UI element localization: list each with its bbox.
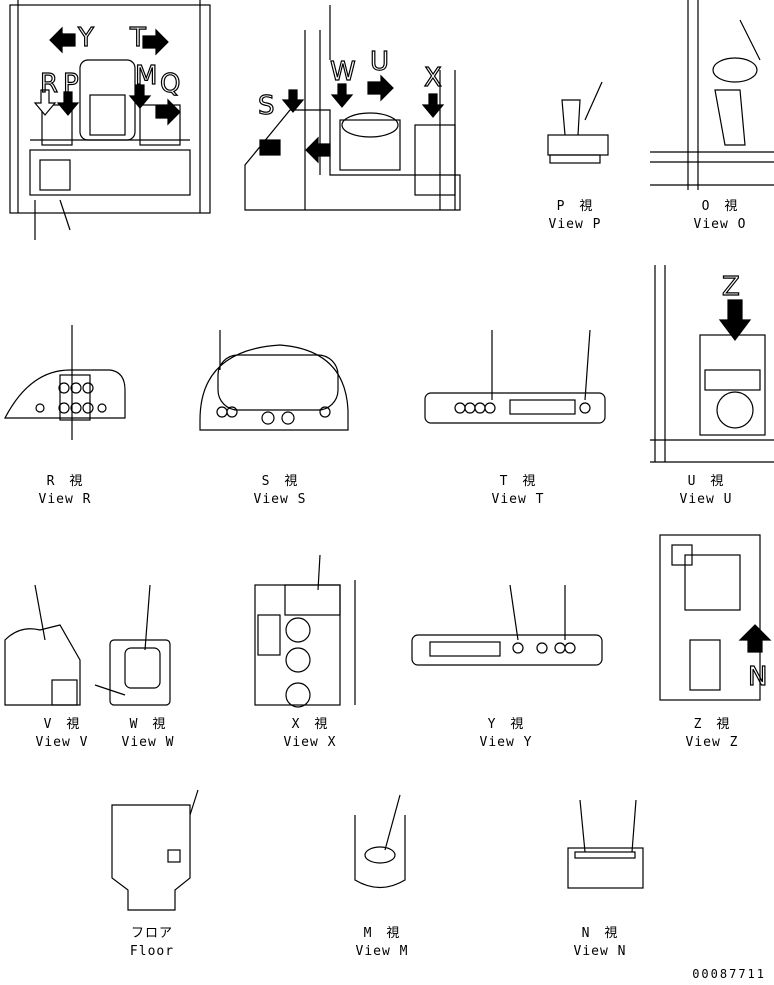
label-P: P	[63, 69, 79, 99]
drawing-code: 00087711	[692, 967, 766, 981]
arrow-down-icon	[281, 89, 305, 113]
caption-floor: フロア Floor	[122, 925, 182, 961]
caption-view-p: P 視 View P	[545, 198, 605, 234]
caption-en: View R	[38, 492, 92, 507]
caption-en: View W	[121, 735, 175, 750]
caption-view-x: X 視 View X	[280, 716, 340, 752]
label-R: R	[40, 69, 58, 99]
caption-view-t: T 視 View T	[488, 473, 548, 509]
caption-en: View M	[355, 944, 409, 959]
caption-jp: S 視	[261, 474, 299, 489]
overview-cab-top: R Y P T M Q	[9, 0, 211, 240]
arrow-left-icon	[305, 136, 331, 164]
view-o-drawing	[650, 0, 774, 190]
label-M: M	[135, 61, 157, 91]
view-p-drawing	[547, 81, 609, 164]
caption-view-y: Y 視 View Y	[476, 716, 536, 752]
view-z-drawing: N	[659, 534, 772, 701]
caption-en: View T	[491, 492, 545, 507]
arrow-right-icon	[367, 74, 394, 102]
label-T: T	[129, 23, 146, 53]
view-u-letter: Z	[722, 272, 740, 302]
label-Y: Y	[77, 23, 94, 53]
label-S: S	[258, 91, 275, 121]
caption-view-v: V 視 View V	[32, 716, 92, 752]
caption-jp: R 視	[46, 474, 84, 489]
arrow-down-icon	[33, 89, 57, 116]
caption-view-w: W 視 View W	[118, 716, 178, 752]
arrow-right-icon	[142, 28, 169, 56]
caption-jp: P 視	[556, 199, 594, 214]
caption-en: View V	[35, 735, 89, 750]
caption-view-u: U 視 View U	[676, 473, 736, 509]
view-n-drawing	[567, 799, 644, 889]
arrow-up-icon	[738, 624, 772, 653]
caption-jp: V 視	[43, 717, 81, 732]
label-U: U	[370, 47, 389, 77]
arrow-down-icon	[718, 299, 752, 341]
arrow-down-icon	[421, 93, 445, 118]
caption-jp: フロア	[130, 926, 173, 941]
arrow-down-icon	[128, 84, 152, 109]
caption-en: View N	[573, 944, 627, 959]
label-X: X	[424, 63, 442, 93]
view-s-drawing	[199, 330, 349, 431]
view-m-drawing	[354, 794, 406, 889]
label-Q: Q	[160, 69, 180, 99]
caption-en: View P	[548, 217, 602, 232]
caption-jp: Y 視	[487, 717, 525, 732]
view-z-letter: N	[748, 662, 767, 692]
caption-jp: O 視	[701, 199, 739, 214]
overview-cab-side: S W U X	[244, 5, 461, 211]
view-w-drawing	[94, 584, 171, 706]
caption-view-z: Z 視 View Z	[682, 716, 742, 752]
view-r-drawing	[4, 325, 126, 440]
arrow-down-icon	[330, 83, 354, 108]
view-x-drawing	[254, 554, 356, 708]
caption-view-o: O 視 View O	[690, 198, 750, 234]
caption-en: View Y	[479, 735, 533, 750]
caption-en: View O	[693, 217, 747, 232]
caption-jp: W 視	[129, 717, 167, 732]
arrow-right-icon	[155, 98, 181, 126]
caption-en: Floor	[129, 944, 175, 959]
view-y-drawing	[411, 584, 603, 666]
caption-jp: U 視	[687, 474, 725, 489]
arrow-down-icon	[56, 91, 80, 116]
caption-jp: X 視	[291, 717, 329, 732]
caption-view-r: R 視 View R	[35, 473, 95, 509]
caption-view-n: N 視 View N	[570, 925, 630, 961]
label-W: W	[330, 57, 356, 87]
floor-drawing	[111, 789, 199, 911]
view-u-drawing: Z	[650, 265, 774, 463]
caption-en: View U	[679, 492, 733, 507]
caption-en: View Z	[685, 735, 739, 750]
caption-view-s: S 視 View S	[250, 473, 310, 509]
caption-jp: T 視	[499, 474, 537, 489]
caption-jp: Z 視	[693, 717, 731, 732]
caption-view-m: M 視 View M	[352, 925, 412, 961]
caption-jp: N 視	[581, 926, 619, 941]
view-t-drawing	[424, 329, 606, 424]
view-v-drawing	[4, 584, 81, 706]
caption-en: View S	[253, 492, 307, 507]
caption-en: View X	[283, 735, 337, 750]
arrow-left-icon	[49, 26, 76, 54]
caption-jp: M 視	[363, 926, 401, 941]
